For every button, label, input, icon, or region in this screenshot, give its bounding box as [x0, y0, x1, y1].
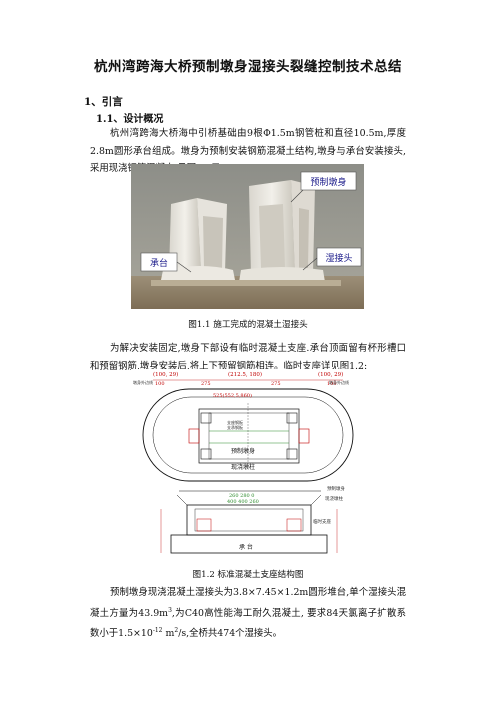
paragraph-wet-joint: 预制墩身现浇混凝土湿接头为3.8×7.45×1.2m圆形堆台,单个湿接头混凝土方…: [90, 584, 406, 643]
para3-text-a: 预制墩身现浇混凝土湿接头为3.8×7.45×1.2m圆形堆台,单个湿接头混凝土方…: [90, 587, 406, 619]
para3-sup-2: -12: [152, 627, 163, 635]
section-label-precast: 预制墩身: [327, 485, 345, 492]
section-dim-b: 400 400 260: [227, 499, 259, 505]
dim-row2-d: 100: [327, 381, 337, 387]
section-label-cast: 现浇墩柱: [325, 495, 343, 502]
dim-row2-a: 100: [155, 381, 165, 387]
left-edge-tag: 墩身外边线: [133, 379, 153, 385]
right-edge-tag: 墩身外边线: [329, 379, 349, 385]
page-title: 杭州湾跨海大桥预制墩身湿接头裂缝控制技术总结: [94, 59, 402, 75]
pier-photo-illustration: 预制墩身 承台 湿接头: [131, 164, 364, 309]
section-dim-a: 260 280 0: [229, 493, 254, 499]
para3-text-b: ,为C40高性能海工耐久混凝土, 要求84天氯离子扩散系数小于1.5×10: [90, 607, 406, 640]
plan-label-cast: 现浇墩柱: [231, 463, 255, 471]
para3-sup-1: 3: [168, 606, 172, 614]
dim-plan-mid: 525(552,5,860): [213, 392, 252, 399]
figure-caption-1-1: 图1.1 施工完成的混凝土湿接头: [188, 320, 308, 330]
dim-top-left: (100, 29): [153, 371, 178, 378]
plan-label-precast: 预制墩身: [231, 447, 255, 455]
section-heading-1: 1、引言: [84, 96, 123, 108]
photo-label-wet-joint: 湿接头: [325, 252, 352, 264]
section-label-cap: 承 台: [239, 543, 253, 551]
dim-row2-b: 275: [201, 381, 211, 387]
dim-top-mid: (212.5, 180): [228, 371, 262, 378]
section-heading-1-1: 1.1、设计概况: [96, 114, 164, 125]
pier-photo: 预制墩身 承台 湿接头: [131, 164, 364, 309]
plan-label-support: 支承钢板: [227, 424, 243, 430]
para3-sup-3: 2: [174, 627, 179, 635]
plan-label-plate: 支座钢板: [227, 419, 243, 425]
support-structure-drawing: (100, 29) (212.5, 180) (100, 29) 100 275…: [131, 369, 365, 564]
dim-top-right: (100, 29): [318, 371, 343, 378]
paragraph-temporary-support: 为解决安装固定,墩身下部设有临时混凝土支座.承台顶面留有杯形槽口和预留钢筋,墩身…: [90, 343, 406, 372]
dim-row2-c: 275: [271, 381, 281, 387]
figure-caption-1-2: 图1.2 标准混凝土支座结构图: [192, 570, 304, 580]
para3-text-d: /s,全桥共474个湿接头。: [178, 628, 283, 640]
support-drawing-svg: (100, 29) (212.5, 180) (100, 29) 100 275…: [131, 369, 365, 564]
photo-label-cap: 承台: [150, 257, 168, 269]
section-label-temp-support: 临时支座: [313, 518, 331, 525]
photo-label-precast-pier: 预制墩身: [310, 176, 346, 188]
para3-text-c: m: [162, 628, 175, 640]
